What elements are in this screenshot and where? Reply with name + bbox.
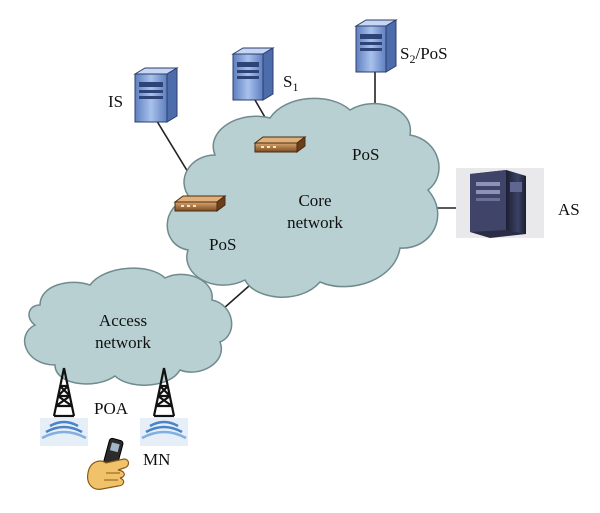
mn-mobile-phone-icon (87, 437, 130, 490)
is-server-icon (133, 67, 179, 123)
s2-server-icon (354, 19, 398, 73)
mn-label: MN (143, 450, 171, 469)
core-network-cloud (166, 97, 440, 298)
access-network-cloud (24, 267, 233, 386)
core-network-label-line2: network (287, 213, 343, 232)
s1-label-sub: 1 (292, 80, 299, 94)
s2-label-sub: 2 (409, 52, 416, 66)
is-label: IS (108, 92, 124, 111)
s1-server-icon (231, 47, 275, 101)
s1-label: S1 (283, 73, 298, 93)
poa-tower-right-icon (140, 367, 188, 446)
core-network-label-line1: Core (298, 191, 332, 210)
access-network-label-line1: Access (98, 311, 148, 330)
pos-upper-router-icon (253, 136, 307, 153)
poa-tower-left-icon (40, 367, 88, 446)
s1-label-main: S (283, 72, 293, 91)
access-network-label-line2: network (95, 333, 151, 352)
pos-lower-label: PoS (209, 235, 237, 254)
poa-label: POA (94, 399, 129, 418)
pos-upper-label: PoS (352, 145, 380, 164)
core-network-label: Core network (270, 190, 360, 234)
as-label: AS (558, 200, 580, 219)
access-network-label: Access network (78, 310, 168, 354)
as-tower-server-icon (456, 168, 544, 238)
s2-label-main: S (400, 44, 410, 63)
pos-lower-router-icon (173, 195, 227, 212)
s2-label-rest: /PoS (415, 44, 448, 63)
s2-pos-label: S2/PoS (400, 45, 448, 65)
